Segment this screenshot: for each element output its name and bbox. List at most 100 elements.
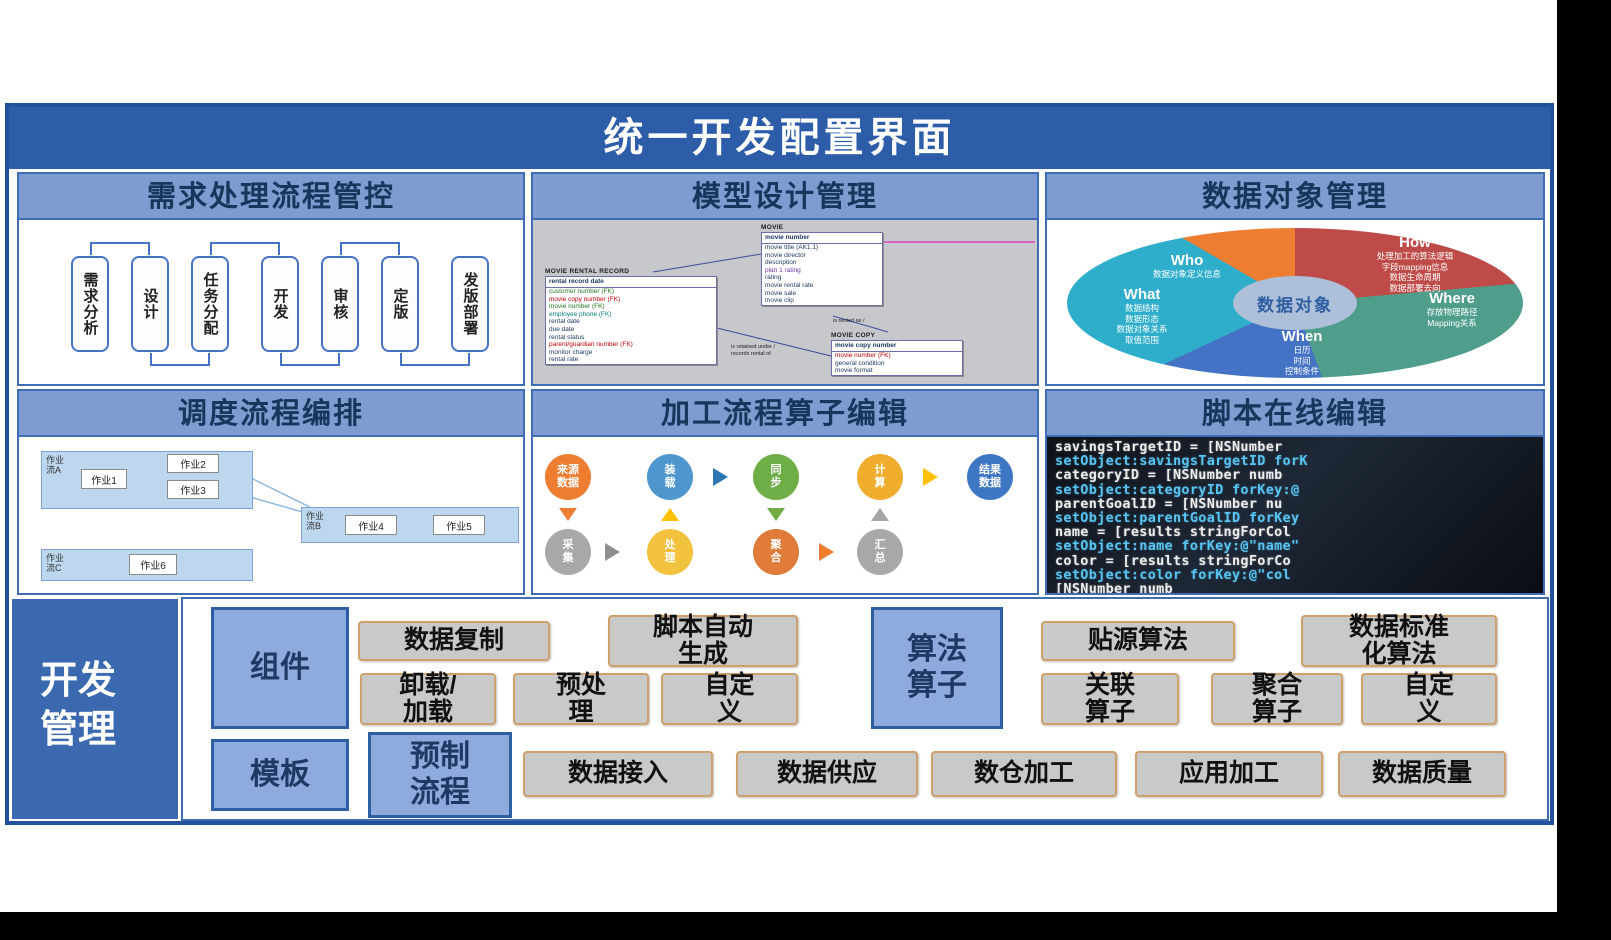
step-develop: 开发 [261, 256, 299, 352]
main-diagram: 统一开发配置界面 需求处理流程管控 需求分析 设计 任务分配 开发 审核 定版 … [5, 103, 1554, 825]
node-result-data: 结果数据 [967, 454, 1013, 500]
data-object-pie: Who 数据对象定义信息 How 处理加工的算法逻辑 字段mapping信息 数… [1047, 220, 1543, 384]
er-diagram: MOVIE RENTAL RECORD rental record date c… [533, 220, 1037, 384]
code-line: name = [results stringForCol [1055, 524, 1291, 541]
panel-data-object-title: 数据对象管理 [1047, 174, 1543, 220]
item-application-processing: 应用加工 [1135, 751, 1323, 797]
arrow-right-icon [713, 468, 728, 486]
pie-segment-where: Where 存放物理路径 Mapping关系 [1426, 290, 1478, 328]
arrow-right-icon [819, 543, 834, 561]
item-preprocess: 预处理 [513, 671, 649, 726]
arrow-up-icon [661, 508, 679, 521]
code-line: setObject:savingsTargetID forK [1055, 453, 1308, 470]
node-load: 装载 [647, 454, 693, 500]
code-line: setObject:parentGoalID forKey [1055, 510, 1300, 527]
group-template: 模板 [211, 739, 349, 811]
job-2: 作业2 [167, 454, 219, 473]
panel-requirements-title: 需求处理流程管控 [19, 174, 523, 220]
code-line: [NSNumber numb [1055, 581, 1173, 593]
letterbox-right [1557, 0, 1611, 940]
jobflow-a: 作业流A [41, 451, 253, 509]
node-aggregate: 聚合 [753, 529, 799, 575]
step-requirement-analysis: 需求分析 [71, 256, 109, 352]
pie-segment-when: When 日历 时间 控制条件 [1281, 328, 1323, 377]
panel-scheduling-title: 调度流程编排 [19, 391, 523, 437]
item-data-ingest: 数据接入 [523, 751, 713, 797]
panel-script-editor-title: 脚本在线编辑 [1047, 391, 1543, 437]
item-source-algorithm: 贴源算法 [1041, 621, 1235, 661]
panel-model-design-title: 模型设计管理 [533, 174, 1037, 220]
pie-segment-how: How 处理加工的算法逻辑 字段mapping信息 数据生命周期 数据部署去向 [1376, 234, 1454, 293]
flow-connector [210, 242, 280, 255]
flow-connector [150, 353, 210, 366]
item-data-standardization-algorithm: 数据标准化算法 [1301, 613, 1497, 668]
step-design: 设计 [131, 256, 169, 352]
group-algorithm-operator: 算法算子 [871, 607, 1003, 729]
item-aggregate-operator: 聚合算子 [1211, 671, 1343, 726]
panel-processing-title: 加工流程算子编辑 [533, 391, 1037, 437]
flow-connector [400, 353, 470, 366]
job-4: 作业4 [345, 515, 397, 535]
pie-segment-who: Who 数据对象定义信息 [1152, 252, 1221, 279]
group-component: 组件 [211, 607, 349, 729]
job-5: 作业5 [433, 515, 485, 535]
item-script-autogen: 脚本自动生成 [608, 613, 798, 668]
item-data-copy: 数据复制 [358, 621, 550, 661]
requirements-flow: 需求分析 设计 任务分配 开发 审核 定版 发版部署 [19, 220, 523, 384]
item-join-operator: 关联算子 [1041, 671, 1179, 726]
item-data-quality: 数据质量 [1338, 751, 1506, 797]
er-relation-label: is retained under / records rental of [731, 344, 776, 357]
arrow-right-icon [923, 468, 938, 486]
job-1: 作业1 [81, 469, 127, 489]
item-data-supply: 数据供应 [736, 751, 918, 797]
code-line: setObject:categoryID forKey:@ [1055, 481, 1300, 498]
panel-script-editor: 脚本在线编辑 savingsTargetID = [NSNumber setOb… [1045, 389, 1545, 595]
node-compute: 计算 [857, 454, 903, 500]
node-handle: 处理 [647, 529, 693, 575]
page-title: 统一开发配置界面 [9, 107, 1550, 169]
step-finalize: 定版 [381, 256, 419, 352]
step-task-assignment: 任务分配 [191, 256, 229, 352]
code-line: color = [results stringForCo [1055, 552, 1291, 569]
er-relation-label: is rented as / [833, 318, 865, 324]
panel-model-design: 模型设计管理 MOVIE RENTAL RECORD rental record… [531, 172, 1039, 386]
scheduling-canvas: 作业流A 作业1 作业2 作业3 作业流B 作业4 作业5 作业流C 作业6 [19, 437, 523, 593]
er-table-movie-rental-record: MOVIE RENTAL RECORD rental record date c… [545, 268, 717, 365]
code-line: categoryID = [NSNumber numb [1055, 467, 1283, 484]
code-line: setObject:name forKey:@"name" [1055, 538, 1300, 555]
panel-requirements: 需求处理流程管控 需求分析 设计 任务分配 开发 审核 定版 发版部署 [17, 172, 525, 386]
dev-management-label: 开发管理 [12, 599, 178, 819]
node-sync: 同步 [753, 454, 799, 500]
er-table-movie-copy: MOVIE COPY movie copy number movie numbe… [831, 332, 963, 376]
arrow-down-icon [559, 508, 577, 521]
item-custom-component: 自定义 [661, 671, 798, 726]
job-6: 作业6 [129, 554, 177, 575]
flow-connector [90, 242, 150, 255]
node-summary: 汇总 [857, 529, 903, 575]
node-source-data: 来源数据 [545, 454, 591, 500]
step-release-deploy: 发版部署 [451, 256, 489, 352]
operator-flow: 来源数据 装载 同步 计算 结果数据 采集 处理 聚合 汇总 [533, 437, 1037, 593]
pie-center-label: 数据对象 [1233, 276, 1357, 330]
flow-connector [340, 242, 400, 255]
jobflow-b: 作业流B [301, 507, 519, 543]
er-relationship-lines [652, 241, 1035, 357]
panel-data-object: 数据对象管理 Who 数据对象定义信息 How 处理加工的算法逻辑 字段mapp… [1045, 172, 1545, 386]
item-custom-operator: 自定义 [1361, 671, 1497, 726]
panel-scheduling: 调度流程编排 作业流A 作业1 作业2 作业3 作业流B 作业4 [17, 389, 525, 595]
arrow-right-icon [605, 543, 620, 561]
arrow-down-icon [767, 508, 785, 521]
item-warehouse-processing: 数仓加工 [931, 751, 1117, 797]
panel-processing: 加工流程算子编辑 来源数据 装载 同步 计算 结果数据 采集 处理 聚合 汇总 [531, 389, 1039, 595]
er-table-movie: MOVIE movie number movie title (AK1.1) m… [761, 224, 883, 306]
code-line: parentGoalID = [NSNumber nu [1055, 495, 1283, 512]
node-collect: 采集 [545, 529, 591, 575]
group-preset-flow: 预制流程 [368, 732, 512, 818]
job-3: 作业3 [167, 480, 219, 499]
letterbox-bottom [0, 912, 1611, 940]
code-editor: savingsTargetID = [NSNumber setObject:sa… [1047, 437, 1543, 593]
pie-segment-what: What 数据结构 数据形态 数据对象关系 取值范围 [1116, 286, 1168, 345]
flow-connector [280, 353, 340, 366]
code-line: savingsTargetID = [NSNumber [1055, 439, 1283, 455]
